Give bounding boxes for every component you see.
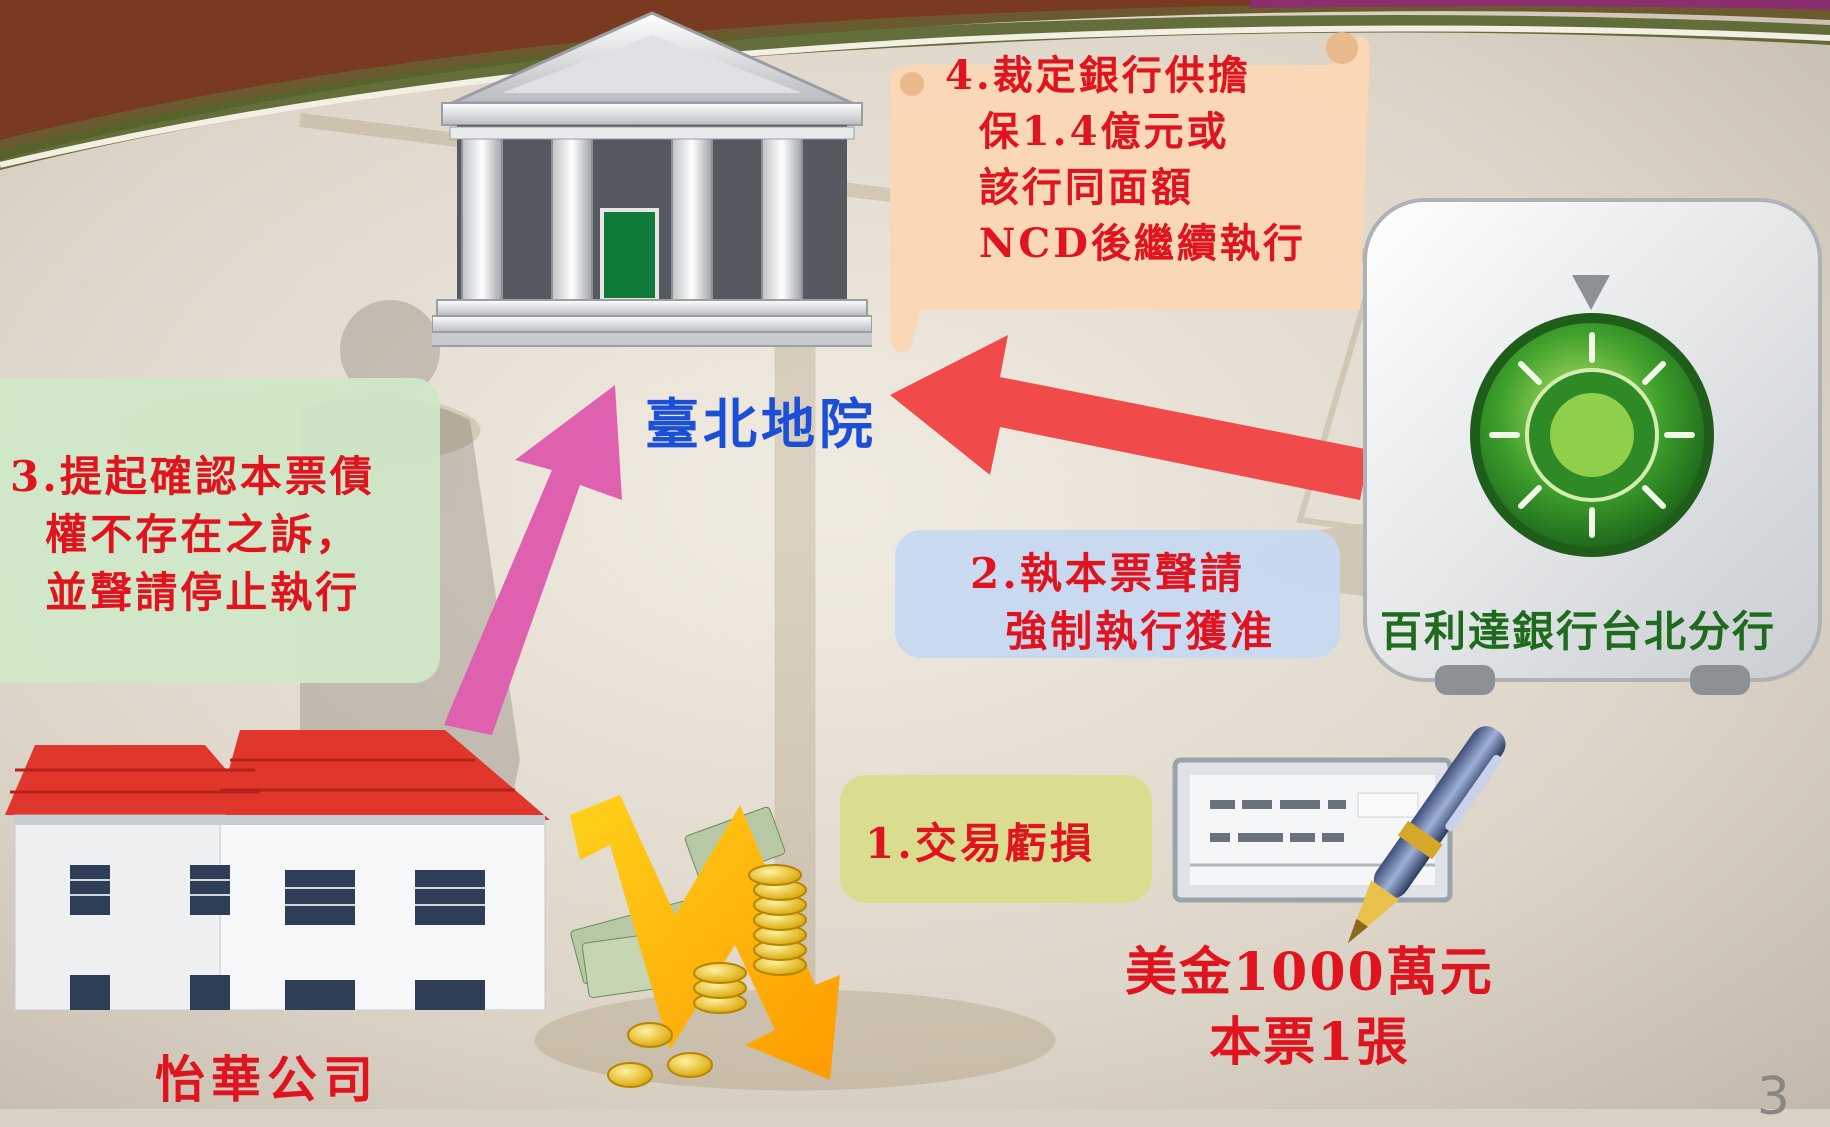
arrow-company-to-court bbox=[444, 385, 622, 735]
money-chart-icon bbox=[570, 795, 840, 1088]
step2-box bbox=[895, 530, 1340, 658]
step2-text: 2.執本票聲請 強制執行獲准 bbox=[970, 549, 1276, 656]
court-label: 臺北地院 bbox=[645, 392, 877, 456]
safe-icon bbox=[1363, 198, 1822, 695]
courthouse-icon bbox=[432, 11, 872, 347]
step1-text: 1.交易虧損 bbox=[865, 819, 1095, 868]
check-pen-icon bbox=[1172, 726, 1506, 944]
company-label: 怡華公司 bbox=[155, 1050, 379, 1109]
page-number: 3 bbox=[1756, 1067, 1790, 1127]
house-icon bbox=[5, 730, 550, 1010]
step3-box bbox=[0, 378, 440, 683]
step3-text: 3.提起確認本票債 權不存在之訴， 並聲請停止執行 bbox=[10, 452, 375, 617]
note-label: 美金1000萬元 本票1張 bbox=[1125, 942, 1494, 1073]
step1-box bbox=[840, 775, 1152, 903]
arrow-bank-to-court bbox=[890, 335, 1370, 500]
step4-scroll-shape bbox=[890, 32, 1370, 353]
bank-label: 百利達銀行台北分行 bbox=[1380, 607, 1777, 656]
step4-text: 4.裁定銀行供擔 保1.4億元或 該行同面額 NCD後繼續執行 bbox=[945, 52, 1306, 267]
